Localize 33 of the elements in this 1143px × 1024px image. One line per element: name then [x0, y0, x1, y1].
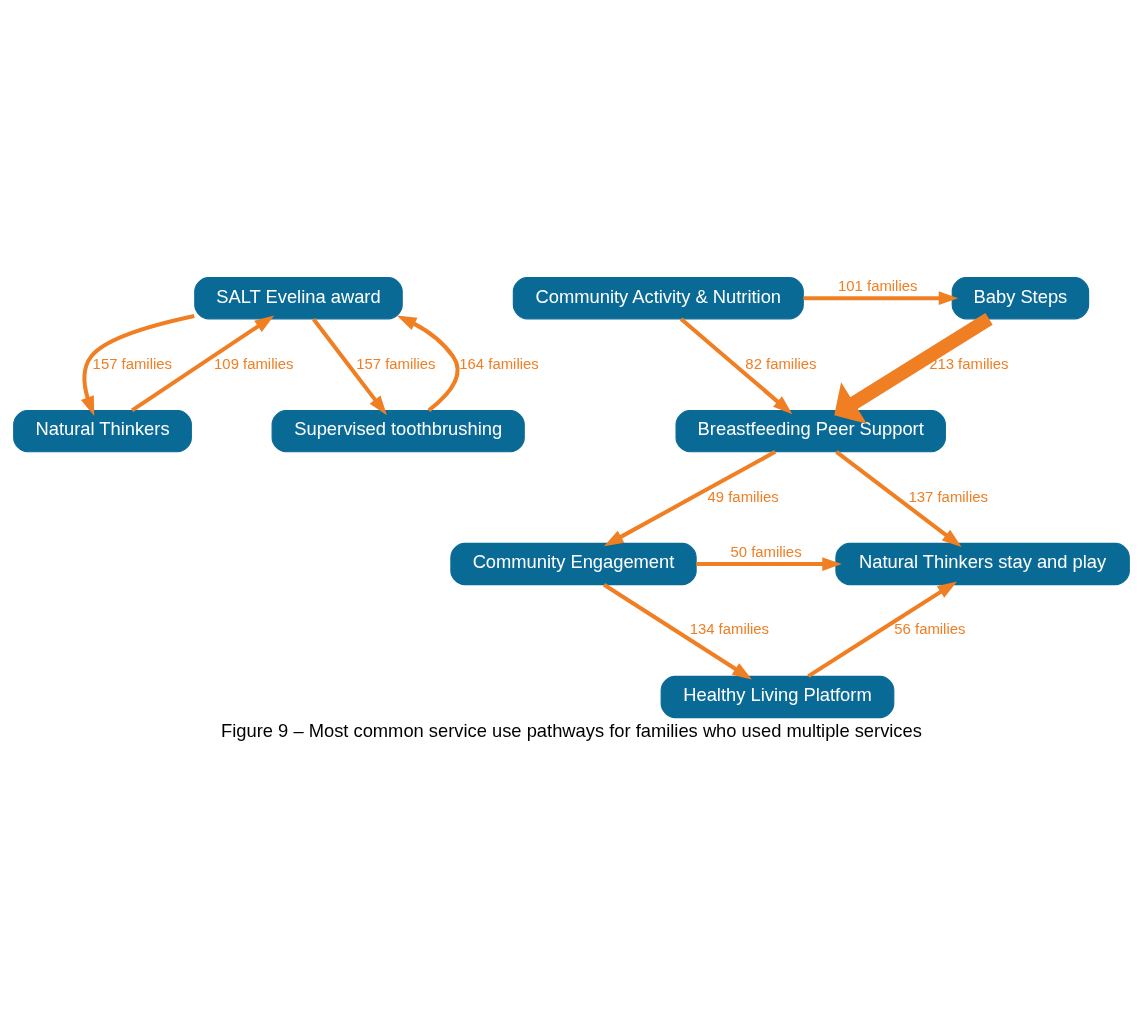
node-box: SALT Evelina award: [194, 276, 403, 319]
edge-label: 157 families: [92, 355, 173, 372]
arrow: [312, 317, 387, 415]
arrow: [602, 582, 752, 679]
edge-label: 109 families: [214, 355, 294, 372]
arrow: [679, 316, 793, 414]
node-box: Natural Thinkers: [13, 409, 192, 452]
arrow: [80, 313, 195, 416]
arrow: [803, 290, 959, 305]
edge-label: 50 families: [730, 543, 802, 559]
edge-label: 49 families: [707, 488, 779, 504]
arrow: [396, 315, 460, 412]
edge-label: 82 families: [745, 355, 817, 372]
arrow: [696, 556, 842, 571]
edge-label: 164 families: [459, 355, 539, 372]
node-box: Baby Steps: [951, 276, 1090, 319]
node-box: Community Activity & Nutrition: [512, 276, 804, 319]
edge-label: 56 families: [894, 620, 966, 637]
edge-label: 101 families: [838, 277, 918, 294]
node-box: Community Engagement: [450, 542, 697, 585]
arrow: [130, 315, 275, 412]
caption: Figure 9 – Most common service use pathways for families who used multiple services: [221, 719, 922, 741]
node-box: Healthy Living Platform: [660, 675, 895, 718]
arrow: [834, 312, 993, 424]
arrow: [603, 449, 777, 546]
arrow: [835, 449, 962, 547]
edge-label: 137 families: [908, 488, 988, 504]
edge-label: 134 families: [689, 620, 770, 637]
node-box: Natural Thinkers stay and play: [835, 542, 1130, 585]
node-box: Breastfeeding Peer Support: [675, 409, 946, 452]
arrow: [807, 581, 957, 678]
edge-label: 157 families: [356, 355, 436, 372]
node-box: Supervised toothbrushing: [271, 409, 525, 452]
